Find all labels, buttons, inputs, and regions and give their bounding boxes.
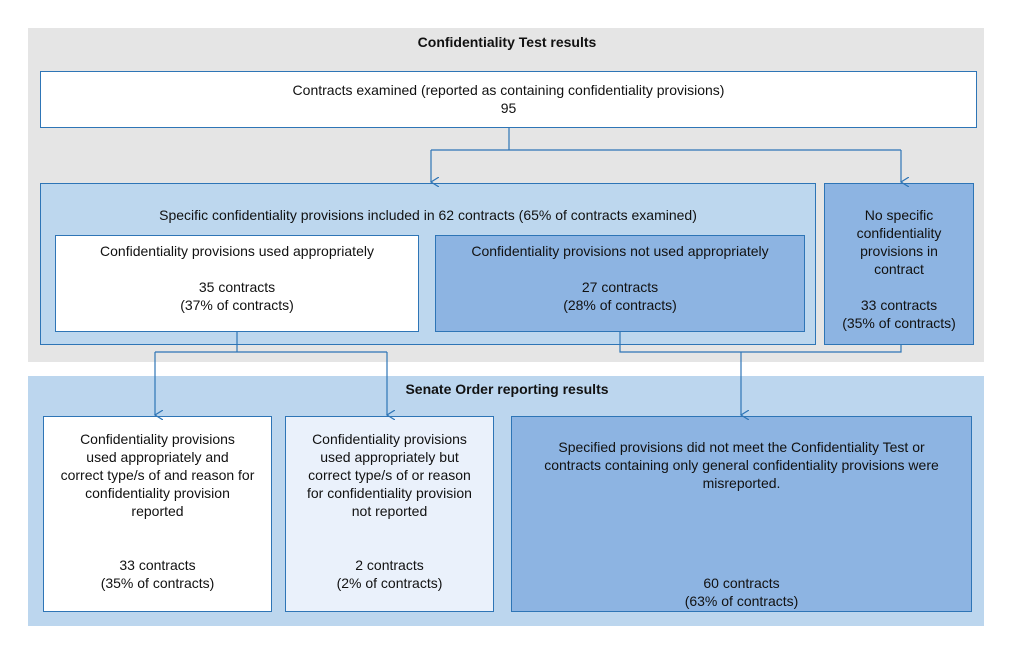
not-reported-pct: (2% of contracts) [336,575,443,591]
senate-order-title: Senate Order reporting results [405,381,609,397]
used-appropriately-box: Confidentiality provisions used appropri… [55,235,419,332]
correctly-reported-pct: (35% of contracts) [100,575,215,591]
no-specific-line2: confidentiality [856,225,942,241]
correctly-reported-count: 33 contracts [119,557,196,573]
misreported-line1: Specified provisions did not meet the Co… [558,439,925,455]
not-used-appropriately-pct: (28% of contracts) [563,297,677,313]
misreported-count: 60 contracts [703,575,780,591]
not-reported-line5: not reported [351,503,428,519]
not-used-appropriately-box: Confidentiality provisions not used appr… [435,235,805,332]
no-specific-provisions-box: No specific confidentiality provisions i… [824,183,974,345]
not-reported-line3: correct type/s of or reason [308,467,471,483]
used-appropriately-pct: (37% of contracts) [180,297,294,313]
no-specific-line3: provisions in [860,243,938,259]
specific-provisions-label: Specific confidentiality provisions incl… [159,207,697,223]
contracts-examined-box: Contracts examined (reported as containi… [40,71,977,128]
misreported-line3: misreported. [702,475,781,491]
connector-not-appropriate-down [619,332,902,353]
not-reported-line2: used appropriately but [320,449,459,465]
no-specific-line4: contract [874,261,924,277]
contracts-examined-count: 95 [500,100,517,116]
correctly-reported-line2: used appropriately and [86,449,229,465]
not-reported-box: Confidentiality provisions used appropri… [285,416,494,612]
used-appropriately-label: Confidentiality provisions used appropri… [100,243,374,259]
not-used-appropriately-label: Confidentiality provisions not used appr… [471,243,769,259]
not-reported-line1: Confidentiality provisions [312,431,467,447]
misreported-pct: (63% of contracts) [684,593,799,609]
misreported-line2: contracts containing only general confid… [544,457,939,473]
correctly-reported-line4: confidentiality provision [85,485,230,501]
misreported-box: Specified provisions did not meet the Co… [511,416,972,612]
correctly-reported-line5: reported [131,503,184,519]
no-specific-line1: No specific [864,207,934,223]
confidentiality-test-title: Confidentiality Test results [417,34,597,50]
correctly-reported-line1: Confidentiality provisions [80,431,235,447]
contracts-examined-label: Contracts examined (reported as containi… [292,82,725,98]
not-reported-line4: for confidentiality provision [307,485,472,501]
correctly-reported-line3: correct type/s of and reason for [60,467,255,483]
no-specific-pct: (35% of contracts) [842,315,956,331]
correctly-reported-box: Confidentiality provisions used appropri… [43,416,272,612]
not-used-appropriately-count: 27 contracts [581,279,659,295]
not-reported-count: 2 contracts [355,557,424,573]
no-specific-count: 33 contracts [860,297,938,313]
used-appropriately-count: 35 contracts [198,279,276,295]
